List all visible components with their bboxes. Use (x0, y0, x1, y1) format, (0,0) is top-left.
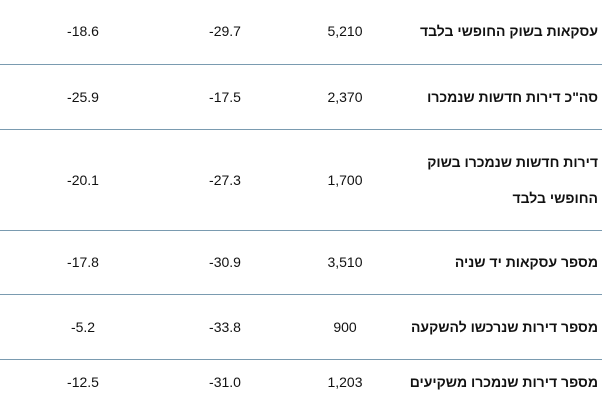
table-row: מספר עסקאות יד שניה 3,510 -30.9 -17.8 (0, 231, 602, 295)
table-row: סה"כ דירות חדשות שנמכרו 2,370 -17.5 -25.… (0, 65, 602, 130)
row-value-count: 3,510 (327, 254, 363, 271)
row-value-change-1: -29.7 (209, 23, 241, 40)
table-row: עסקאות בשוק החופשי בלבד 5,210 -29.7 -18.… (0, 0, 602, 65)
table-row: דירות חדשות שנמכרו בשוק החופשי בלבד 1,70… (0, 130, 602, 231)
row-value-change-1: -17.5 (209, 88, 241, 105)
table-row: מספר דירות שנרכשו להשקעה 900 -33.8 -5.2 (0, 295, 602, 360)
row-value-count: 5,210 (327, 23, 363, 40)
row-value-change-2: -5.2 (70, 318, 96, 335)
row-value-count: 1,203 (327, 374, 363, 391)
row-label: סה"כ דירות חדשות שנמכרו (427, 88, 598, 105)
row-value-change-2: -17.8 (67, 254, 99, 271)
row-value-change-1: -33.8 (209, 318, 241, 335)
row-value-count: 900 (333, 318, 357, 335)
row-label: מספר דירות שנרכשו להשקעה (410, 318, 598, 335)
row-label: מספר עסקאות יד שניה (454, 254, 598, 271)
row-value-change-1: -27.3 (209, 171, 241, 188)
row-value-change-2: -12.5 (67, 374, 99, 391)
row-value-count: 2,370 (327, 88, 363, 105)
row-label: עסקאות בשוק החופשי בלבד (419, 23, 598, 40)
row-value-change-2: -20.1 (67, 171, 99, 188)
row-value-count: 1,700 (327, 171, 363, 188)
row-value-change-1: -30.9 (209, 254, 241, 271)
row-value-change-1: -31.0 (209, 374, 241, 391)
row-value-change-2: -25.9 (67, 88, 99, 105)
table-row: מספר דירות שנמכרו משקיעים 1,203 -31.0 -1… (0, 360, 602, 401)
row-value-change-2: -18.6 (67, 23, 99, 40)
row-label: מספר דירות שנמכרו משקיעים (409, 374, 598, 391)
row-label: דירות חדשות שנמכרו בשוק החופשי בלבד (427, 154, 598, 206)
